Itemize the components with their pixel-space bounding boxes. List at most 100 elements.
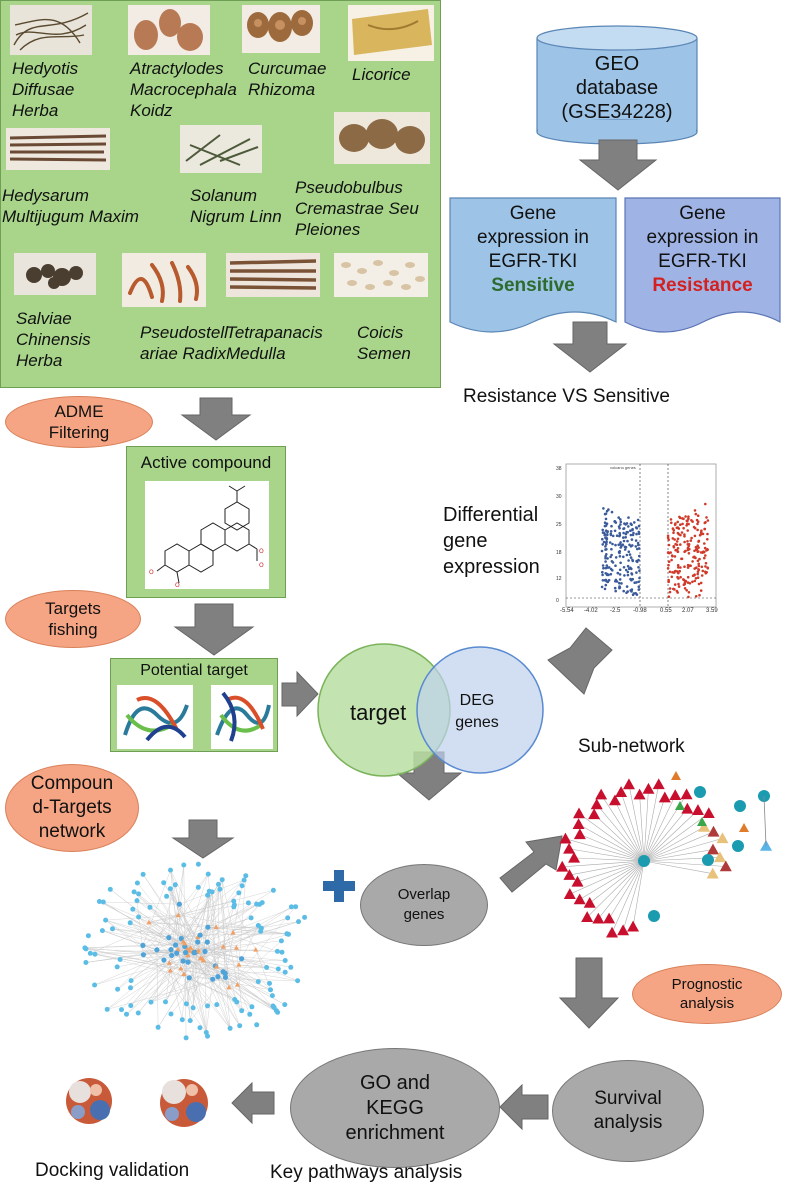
volcano-point [622, 566, 626, 569]
volcano-point [694, 595, 698, 598]
sub-network-node [627, 920, 640, 932]
volcano-point [697, 562, 700, 566]
volcano-point [704, 502, 707, 506]
differential-expression-label: Differential gene expression [443, 504, 540, 578]
volcano-point [631, 558, 634, 562]
potential-target-title: Potential target [140, 662, 248, 679]
network-target-node [282, 969, 288, 975]
sub-network-node [648, 910, 660, 922]
network-edge [170, 970, 183, 1020]
volcano-point [622, 531, 625, 535]
network-target-node [148, 999, 154, 1005]
network-edge [84, 943, 185, 949]
sub-network-title: Sub-network [578, 736, 685, 757]
volcano-point [705, 549, 708, 552]
volcano-point [706, 532, 709, 536]
network-edge [121, 941, 184, 1010]
targets-fishing-oval: Targets fishing [5, 590, 141, 648]
volcano-point [601, 537, 604, 541]
volcano-point [681, 522, 684, 526]
volcano-point [686, 540, 689, 543]
adme-filtering-oval: ADME Filtering [5, 396, 153, 448]
volcano-point [686, 529, 689, 532]
pseudostellariae-image [122, 253, 206, 307]
sensitive-doc-shape [449, 197, 617, 333]
network-edge [216, 904, 235, 967]
network-edge [142, 874, 198, 953]
network-edge [112, 928, 196, 953]
network-target-node [205, 871, 211, 877]
hedyotis-image [10, 5, 92, 55]
network-edge [143, 904, 260, 955]
network-edge [238, 964, 267, 968]
network-target-node [185, 959, 191, 965]
volcano-point [692, 555, 695, 559]
volcano-point [696, 559, 700, 563]
sub-network-edge [589, 860, 645, 904]
network-edge [169, 962, 187, 1004]
network-target-node [269, 993, 275, 999]
volcano-y-ticks: 38 30 25 18 12 0 [556, 462, 566, 608]
network-edge [94, 946, 185, 986]
protein-structure-1 [66, 1078, 112, 1124]
network-compound-node [186, 948, 193, 953]
volcano-point [667, 538, 670, 542]
volcano-point [638, 576, 641, 580]
volcano-point [683, 587, 687, 590]
volcano-point [637, 530, 641, 534]
network-target-node [172, 942, 179, 948]
volcano-point [602, 507, 605, 510]
network-target-node [217, 886, 223, 892]
volcano-point [680, 557, 684, 561]
volcano-point [693, 567, 696, 570]
sub-network-edge [600, 794, 645, 862]
network-edge [197, 903, 257, 943]
network-edge [156, 884, 176, 950]
volcano-point [624, 545, 628, 549]
licorice-image [348, 5, 434, 61]
volcano-point [667, 543, 671, 547]
volcano-point [605, 548, 608, 551]
network-target-node [247, 1011, 253, 1017]
network-edge [204, 921, 299, 952]
network-target-node [130, 906, 136, 912]
sub-network-node [588, 808, 601, 820]
network-target-node [248, 915, 254, 921]
network-edge [184, 943, 191, 1021]
volcano-point [630, 523, 633, 526]
volcano-point [627, 559, 630, 562]
svg-text:O: O [259, 562, 264, 569]
network-target-node [154, 947, 160, 953]
volcano-point [606, 533, 609, 537]
volcano-point [606, 566, 610, 569]
sub-network-edge [579, 860, 645, 900]
volcano-point [687, 544, 690, 548]
volcano-point [622, 536, 625, 539]
volcano-point [608, 541, 612, 544]
network-edge [222, 879, 226, 974]
network-target-node [222, 970, 228, 977]
network-compound-node [197, 955, 203, 961]
volcano-point [636, 518, 640, 522]
volcano-point [625, 530, 628, 534]
network-edge [150, 953, 177, 1003]
volcano-point [618, 555, 622, 558]
volcano-point [683, 565, 686, 568]
network-target-node [288, 904, 294, 910]
network-target-node [195, 861, 201, 867]
network-edge [181, 889, 221, 939]
go-kegg-enrichment-oval: GO and KEGG enrichment [290, 1048, 500, 1168]
network-target-node [205, 1003, 210, 1009]
network-target-node [181, 862, 187, 868]
sub-network-node [719, 860, 732, 872]
sub-network-edge [593, 814, 645, 862]
sub-network-node [706, 867, 719, 879]
network-compound-node [213, 924, 219, 929]
network-target-node [128, 978, 134, 984]
compound-targets-network-oval: Compoun d-Targets network [5, 764, 139, 852]
volcano-point [638, 554, 641, 558]
sub-network-edge [643, 849, 714, 862]
sub-network-edge [643, 813, 709, 862]
network-compound-node [230, 930, 236, 935]
volcano-point [631, 533, 635, 537]
